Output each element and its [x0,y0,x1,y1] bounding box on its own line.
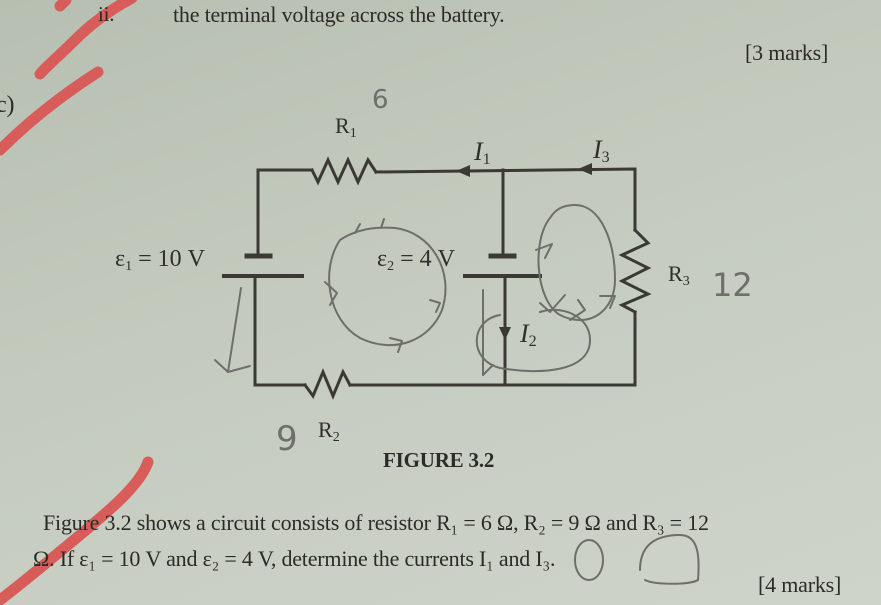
emf1-label: ε1 = 10 V [115,246,206,274]
handwritten-values: 6 9 12 [276,85,753,459]
question-c-body-line-1: Figure 3.2 shows a circuit consists of r… [43,510,709,535]
loop-arrow [535,243,553,259]
wire [374,167,637,232]
loop-arrow [389,337,403,353]
red-stroke [0,66,104,156]
loop-arrow [599,295,616,309]
handwritten-r2-value: 9 [276,419,298,459]
loop-tick [380,218,385,229]
question-ii-text: the terminal voltage across the battery. [173,2,505,27]
resistor-r2 [302,368,353,400]
resistor-r1 [309,156,379,186]
wire [348,310,637,387]
resistor-r3 [618,227,652,315]
pencil-arrow [214,359,229,373]
loop-circle [328,226,447,347]
question-c-marks: [4 marks] [758,572,842,597]
r1-label: R1 [335,113,357,141]
current-arrows [456,163,592,340]
loop-arrow [569,299,586,321]
circuit-wires [222,156,652,400]
red-stroke [54,0,72,12]
arrow-i1-icon [456,165,470,177]
figure-caption: FIGURE 3.2 [383,448,495,472]
i2-label: I2 [519,319,537,350]
handwritten-r3-value: 12 [712,266,753,304]
question-c-label: c) [0,92,15,118]
wire [256,168,314,258]
red-stroke [34,0,138,80]
pencil-arrow [227,287,251,373]
loop-circle [537,204,616,321]
arrow-i3-icon [578,163,592,175]
red-stroke [0,456,154,605]
i1-label: I1 [473,137,491,168]
r2-label: R2 [318,417,340,445]
loop-tick [354,223,361,234]
loop-i2 [475,308,591,373]
circuit-labels: R1 R2 R3 ε1 = 10 V ε2 = 4 V I1 I3 I2 [115,113,690,445]
red-marker-strokes [0,0,154,605]
question-ii-marks: [3 marks] [745,40,829,65]
pencil-circle-i1 [574,539,604,581]
pencil-circle-i3 [639,534,700,585]
i3-label: I3 [592,135,610,166]
pencil-arrow [482,289,494,376]
handwritten-r1-value: 6 [372,85,389,115]
loop-arrow [539,294,566,313]
question-ii-number: ii. [98,2,115,26]
wire [253,274,307,387]
question-c-body-line-2: Ω. If ε₁ = 10 V and ε₂ = 4 V, determine … [33,546,556,571]
emf2-label: ε2 = 4 V [377,246,456,274]
loop-arrow [429,299,441,313]
pencil-annotations [214,204,616,376]
loop-arrow [324,281,338,306]
r3-label: R3 [668,261,690,289]
arrow-i2-icon [499,327,511,340]
